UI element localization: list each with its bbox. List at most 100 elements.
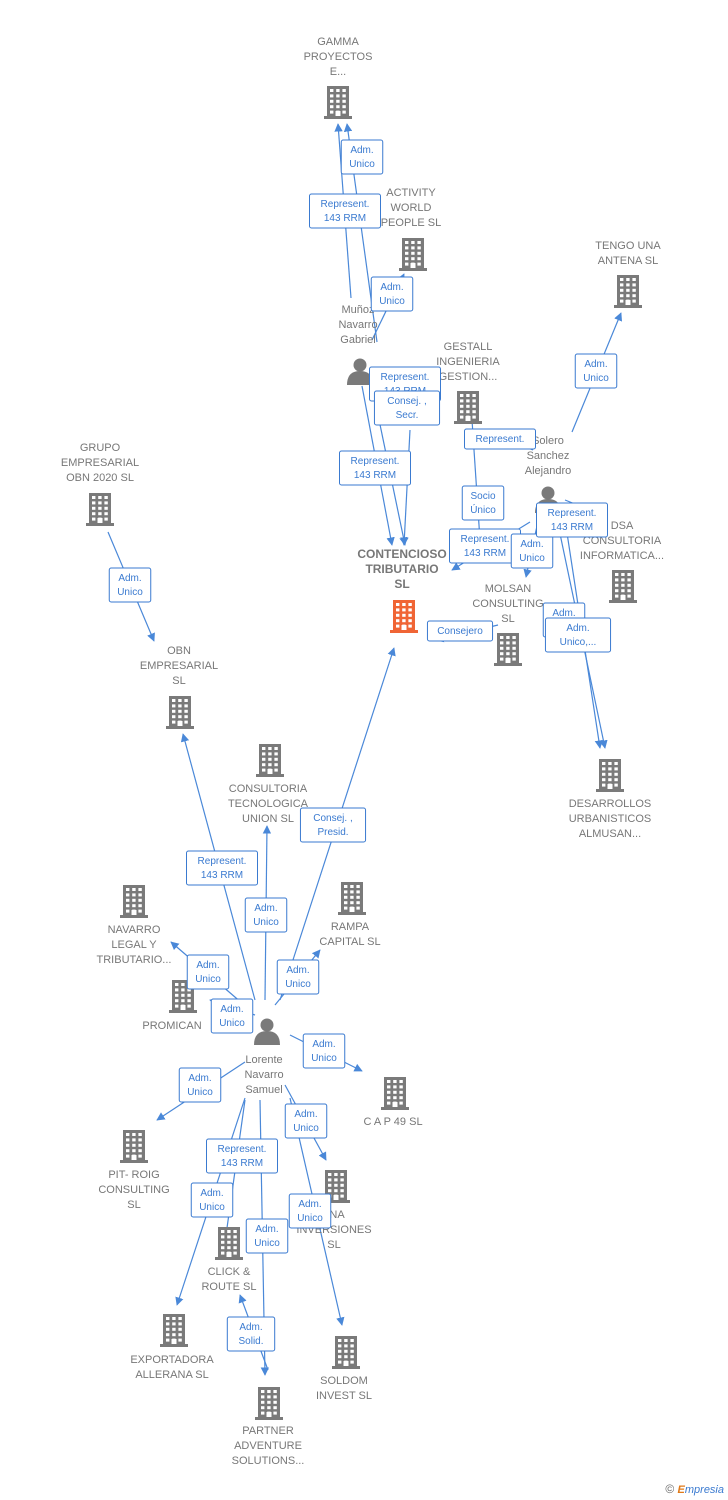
edge-label-box [370, 276, 414, 312]
node-label: GAMMA [317, 36, 359, 48]
node-label: INVEST SL [316, 1390, 372, 1402]
node-label: SL [172, 675, 185, 687]
edge-label-box [461, 485, 505, 521]
node-label: ROUTE SL [201, 1281, 256, 1293]
person-icon [347, 358, 373, 385]
edge-label[interactable]: Adm.Unico [108, 567, 152, 603]
node-desarrollos[interactable]: DESARROLLOSURBANISTICOSALMUSAN... [569, 759, 652, 840]
edge-label-text: Unico [195, 974, 221, 985]
edge-label[interactable]: Adm.Unico [245, 1218, 289, 1254]
edge-label[interactable]: Adm.Unico [276, 959, 320, 995]
edge-label[interactable]: Adm.Unico [210, 998, 254, 1034]
edge-label-text: Represent. [461, 534, 510, 545]
edge-label[interactable]: Adm.Unico [574, 353, 618, 389]
edge-label[interactable]: Consej. ,Secr. [373, 390, 441, 426]
edge-label[interactable]: Consej. ,Presid. [299, 807, 367, 843]
edge-label-text: Unico [519, 553, 545, 564]
edge-label-text: 143 RRM [551, 522, 593, 533]
edge-label-text: Represent. [351, 456, 400, 467]
node-partner[interactable]: PARTNERADVENTURESOLUTIONS... [232, 1387, 305, 1467]
edge-label[interactable]: Adm. Unico [284, 1103, 328, 1139]
node-click[interactable]: CLICK &ROUTE SL [201, 1227, 257, 1293]
edge-label[interactable]: Represent.143 RRM [206, 1138, 278, 1174]
brand-initial: E [677, 1484, 685, 1496]
edge-label[interactable]: Adm. Unico [186, 954, 230, 990]
building-icon [332, 1336, 360, 1369]
edge-label-box [536, 502, 608, 538]
edge-label-text: 143 RRM [464, 548, 506, 559]
edge-label[interactable]: Adm.Unico [190, 1182, 234, 1218]
node-label: DESARROLLOS [569, 798, 652, 810]
edge-label-box [178, 1067, 222, 1103]
edge-label[interactable]: Adm.Unico [340, 139, 384, 175]
edge-label-text: Adm. [312, 1039, 335, 1050]
node-gestall[interactable]: GESTALLINGENIERIAGESTION... [436, 341, 500, 424]
edge-label[interactable]: Represent.143 RRM [309, 193, 381, 229]
edge-label-box [206, 1138, 278, 1174]
edge-label-text: Adm. [255, 1224, 278, 1235]
edge-label-text: Adm. [298, 1199, 321, 1210]
edge-label-text: Unico [285, 979, 311, 990]
edge-label-text: Adm. [239, 1322, 262, 1333]
edge-label[interactable]: Represent.143 RRM [339, 450, 411, 486]
node-label: PROMICAN [142, 1020, 201, 1032]
edge-label-box [426, 620, 494, 642]
edge-label-box [302, 1033, 346, 1069]
edge-label[interactable]: Adm.Unico [288, 1193, 332, 1229]
edge-label[interactable]: Adm.Unico [178, 1067, 222, 1103]
edge-label[interactable]: Adm.Unico [510, 533, 554, 569]
edge-label[interactable]: Adm.Unico [370, 276, 414, 312]
node-dsa[interactable]: DSACONSULTORIAINFORMATICA... [580, 520, 664, 603]
edge-label[interactable]: Represent. 143 RRM [449, 528, 521, 564]
edge-label-box [108, 567, 152, 603]
edge-label[interactable]: Represent.143 RRM [186, 850, 258, 886]
edge-label-text: Solid. [238, 1336, 263, 1347]
node-cap49[interactable]: C A P 49 SL [363, 1077, 423, 1128]
building-icon [596, 759, 624, 792]
edge-label[interactable]: Adm. Solid. [226, 1316, 276, 1352]
edge-label[interactable]: Represent. [464, 428, 536, 450]
edge-label[interactable]: Adm. Unico [244, 897, 288, 933]
building-icon [86, 493, 114, 526]
empresia-logo[interactable]: Empresia [678, 1484, 724, 1496]
node-gamma[interactable]: GAMMAPROYECTOSE... [304, 36, 373, 119]
edge-label-text: Represent. [548, 508, 597, 519]
node-label: PARTNER [242, 1425, 294, 1437]
edge-label-text: Unico [199, 1202, 225, 1213]
edge-label[interactable]: Adm.Unico [302, 1033, 346, 1069]
edge-label[interactable]: Adm.Unico,... [544, 617, 612, 653]
edge-label-text: Unico [583, 373, 609, 384]
edge-label-text: Unico [253, 917, 279, 928]
edge-label-text: Unico [293, 1123, 319, 1134]
building-icon [609, 570, 637, 603]
node-label: UNION SL [242, 813, 294, 825]
edge-label-text: Adm. [196, 960, 219, 971]
edge-label-text: Adm. [294, 1109, 317, 1120]
edge-label-text: Adm. [254, 903, 277, 914]
edge-label[interactable]: Represent. 143 RRM [536, 502, 608, 538]
node-label: TECNOLOGICA [228, 798, 309, 810]
edge-label-text: Adm. [188, 1073, 211, 1084]
edge-label[interactable]: Consejero [426, 620, 494, 642]
node-label: E... [330, 66, 347, 78]
node-label: CONSULTORIA [583, 535, 662, 547]
edge-label-text: 143 RRM [201, 870, 243, 881]
building-icon [338, 882, 366, 915]
